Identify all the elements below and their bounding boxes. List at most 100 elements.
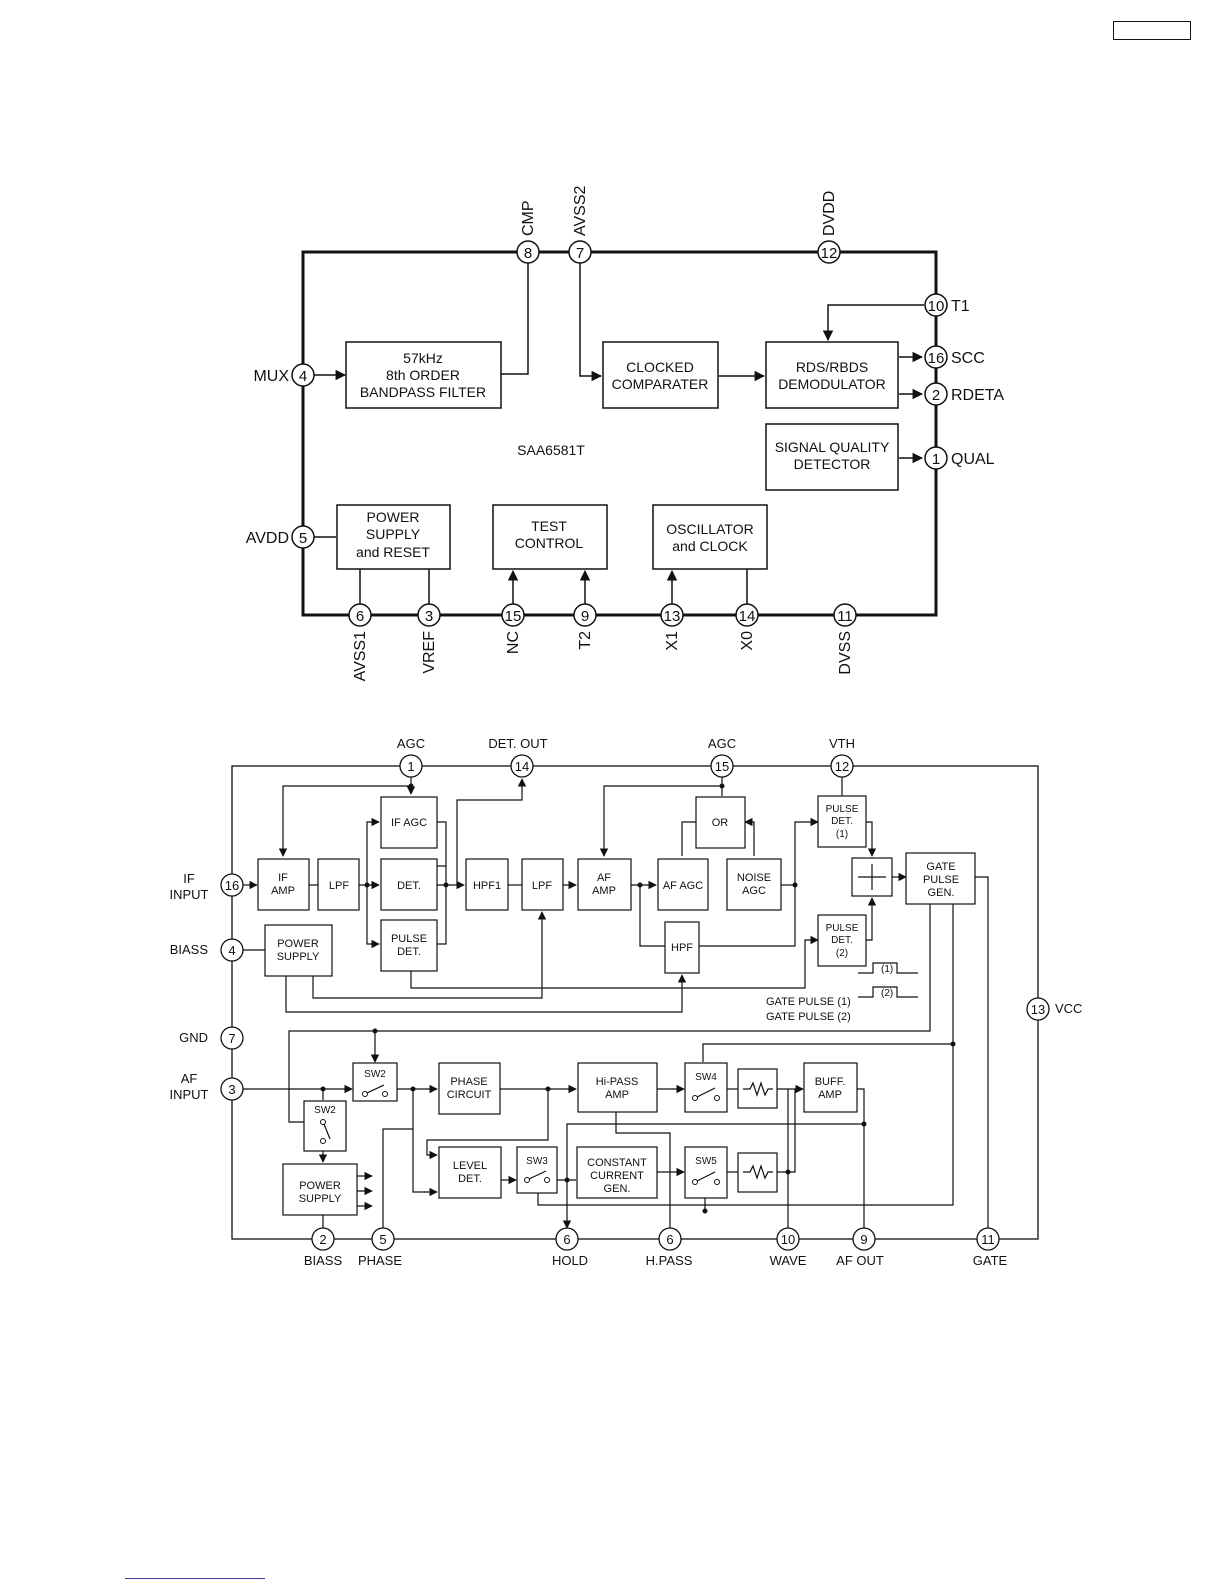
svg-text:(1): (1) — [881, 964, 893, 975]
svg-text:AVDD: AVDD — [246, 530, 289, 547]
pin-biass-2: 2 BIASS — [304, 1227, 342, 1268]
pin-avss1: 6 AVSS1 — [348, 603, 372, 681]
svg-text:8: 8 — [524, 245, 532, 262]
power-reset-block: POWER SUPPLY and RESET — [336, 504, 451, 570]
signal-quality-block: SIGNAL QUALITY DETECTOR — [765, 423, 899, 491]
power-supply-1-block: POWER SUPPLY — [264, 924, 333, 977]
test-control-block: TEST CONTROL — [492, 504, 608, 570]
svg-text:HPF1: HPF1 — [473, 880, 501, 892]
buff-amp-block: BUFF. AMP — [803, 1062, 858, 1113]
svg-text:IF: IF — [183, 871, 195, 886]
svg-text:SUPPLY: SUPPLY — [277, 951, 320, 963]
svg-text:DET.: DET. — [397, 946, 421, 958]
svg-text:NC: NC — [505, 631, 522, 654]
svg-text:PHASE: PHASE — [358, 1253, 402, 1268]
svg-text:DETECTOR: DETECTOR — [794, 456, 871, 472]
chip-name: SAA6581T — [517, 442, 585, 458]
svg-text:57kHz: 57kHz — [403, 350, 443, 366]
svg-text:LPF: LPF — [532, 880, 552, 892]
svg-text:SIGNAL QUALITY: SIGNAL QUALITY — [775, 439, 890, 455]
pin-det-out: 14 DET. OUT — [488, 736, 548, 778]
sw3-block: SW3 — [516, 1146, 558, 1194]
svg-text:16: 16 — [928, 350, 945, 367]
pin-vth: 12 VTH — [829, 736, 855, 778]
svg-text:DVSS: DVSS — [837, 631, 854, 675]
switch-icon — [366, 1084, 385, 1094]
svg-text:PULSE: PULSE — [826, 804, 859, 815]
svg-text:AF: AF — [181, 1071, 198, 1086]
sw2-block: SW2 — [352, 1062, 398, 1102]
switch-icon — [528, 1170, 547, 1180]
svg-text:12: 12 — [821, 245, 838, 262]
svg-text:13: 13 — [1031, 1002, 1045, 1017]
or-block: OR — [695, 796, 746, 849]
pin-gnd: 7 GND — [179, 1026, 244, 1050]
pin-agc-1: 1 AGC — [397, 736, 425, 778]
gate-pulse-legend: (1) (2) GATE PULSE (1) GATE PULSE (2) — [766, 962, 918, 1023]
pin-t2: 9 T2 — [573, 603, 597, 650]
svg-text:10: 10 — [928, 298, 945, 315]
svg-text:DET. OUT: DET. OUT — [488, 736, 547, 751]
diagram-saa6581t: SAA6581T 57kHz 8th ORDER BANDPASS FILTER… — [246, 186, 1005, 682]
pin-h-pass: 6 H.PASS — [646, 1227, 693, 1268]
resistor-1-block — [737, 1068, 778, 1109]
junction-dots — [320, 783, 956, 1214]
svg-text:SW4: SW4 — [695, 1072, 717, 1083]
pin-x1: 13 X1 — [660, 603, 684, 651]
svg-text:SUPPLY: SUPPLY — [366, 526, 421, 542]
svg-text:T1: T1 — [951, 298, 970, 315]
svg-text:CMP: CMP — [520, 200, 537, 236]
pin-avdd: 5 AVDD — [246, 525, 315, 549]
svg-text:CONTROL: CONTROL — [515, 535, 584, 551]
svg-text:14: 14 — [515, 759, 529, 774]
svg-text:PULSE: PULSE — [826, 923, 859, 934]
svg-text:3: 3 — [228, 1082, 235, 1097]
svg-text:1: 1 — [932, 451, 940, 468]
svg-text:IF: IF — [278, 872, 288, 884]
oscillator-block: OSCILLATOR and CLOCK — [652, 504, 768, 570]
svg-text:9: 9 — [860, 1232, 867, 1247]
pin-gate: 11 GATE — [973, 1227, 1008, 1268]
svg-text:AF OUT: AF OUT — [836, 1253, 884, 1268]
svg-text:CIRCUIT: CIRCUIT — [447, 1089, 492, 1101]
svg-text:CONSTANT: CONSTANT — [587, 1157, 647, 1169]
svg-text:BANDPASS FILTER: BANDPASS FILTER — [360, 384, 486, 400]
svg-text:H.PASS: H.PASS — [646, 1253, 693, 1268]
svg-text:VTH: VTH — [829, 736, 855, 751]
pin-agc-15: 15 AGC — [708, 736, 736, 778]
pin-scc: 16 SCC — [924, 345, 985, 369]
svg-text:and CLOCK: and CLOCK — [672, 538, 748, 554]
svg-text:RDETA: RDETA — [951, 387, 1004, 404]
constant-current-block: CONSTANT CURRENT GEN. — [576, 1146, 658, 1199]
pin-avss2: 7 AVSS2 — [568, 186, 592, 264]
hi-pass-amp-block: Hi-PASS AMP — [577, 1062, 658, 1113]
svg-text:AF AGC: AF AGC — [663, 880, 703, 892]
svg-text:15: 15 — [505, 608, 522, 625]
svg-text:10: 10 — [781, 1232, 795, 1247]
svg-text:GND: GND — [179, 1030, 208, 1045]
rds-demodulator-block: RDS/RBDS DEMODULATOR — [765, 341, 899, 409]
pin-phase: 5 PHASE — [358, 1227, 402, 1268]
pin-qual: 1 QUAL — [924, 446, 995, 470]
af-agc-block: AF AGC — [657, 858, 709, 911]
svg-text:CURRENT: CURRENT — [590, 1170, 644, 1182]
diagram-noise-blanker: IF AMP LPF IF AGC DET. PULSE DET. — [170, 736, 1083, 1268]
svg-text:SW5: SW5 — [695, 1156, 717, 1167]
svg-text:GEN.: GEN. — [928, 887, 955, 899]
footer-link-line — [125, 1578, 265, 1579]
chip-outline — [301, 250, 938, 617]
header-box — [1113, 21, 1191, 40]
svg-text:DEMODULATOR: DEMODULATOR — [778, 376, 886, 392]
svg-text:WAVE: WAVE — [770, 1253, 807, 1268]
svg-text:PULSE: PULSE — [923, 874, 959, 886]
svg-text:MUX: MUX — [253, 368, 289, 385]
svg-text:SUPPLY: SUPPLY — [299, 1193, 342, 1205]
if-agc-block: IF AGC — [380, 796, 438, 849]
svg-text:POWER: POWER — [277, 938, 319, 950]
pulse-det-1-block: PULSE DET. (1) — [817, 795, 867, 848]
svg-text:11: 11 — [981, 1232, 995, 1247]
clocked-comparator-block: CLOCKED COMPARATER — [602, 341, 719, 409]
diagram1-wires — [314, 263, 924, 604]
svg-text:VREF: VREF — [421, 631, 438, 674]
